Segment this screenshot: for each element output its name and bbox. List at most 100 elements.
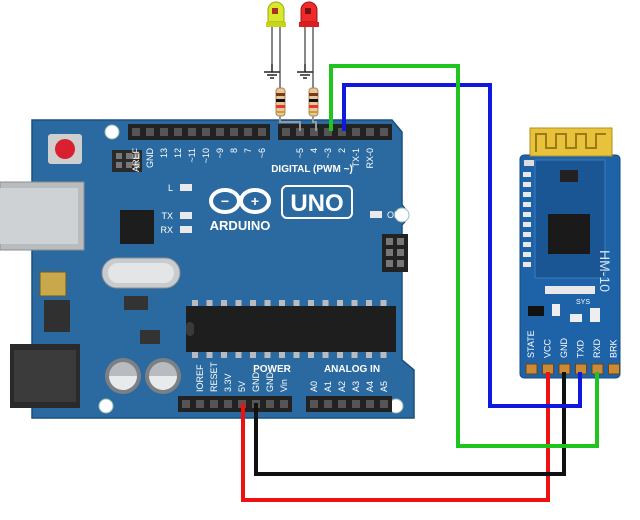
icsp-pin <box>386 260 393 267</box>
led-rx <box>180 226 192 233</box>
crystal-small <box>560 170 578 182</box>
digital-pin-header <box>128 124 392 140</box>
digital-pin-label: 12 <box>173 148 183 158</box>
sys-label: SYS <box>576 299 590 306</box>
analog-pin-label: A4 <box>365 381 375 392</box>
chip-pin <box>264 352 271 358</box>
svg-text:+: + <box>251 193 259 209</box>
digital-pin-label: ~11 <box>187 148 197 163</box>
analog-pin-label: A3 <box>351 381 361 392</box>
led-tx <box>180 212 192 219</box>
module-pad <box>523 252 531 257</box>
digital-pin-label: 13 <box>159 148 169 158</box>
fuse <box>39 271 67 297</box>
led-on <box>370 211 382 218</box>
wire-txd-pin4 <box>342 83 582 408</box>
chip-pin <box>293 352 300 358</box>
capacitor-right <box>145 358 181 394</box>
digital-header-socket <box>244 128 252 136</box>
digital-header-socket <box>296 128 304 136</box>
module-part <box>570 314 582 322</box>
digital-pin-label: 8 <box>229 148 239 153</box>
power-pin-label: RESET <box>209 361 219 392</box>
module-components <box>523 160 600 322</box>
chip-pin <box>192 352 198 358</box>
smd-part <box>140 330 160 344</box>
wires <box>241 64 599 502</box>
digital-header-socket <box>132 128 140 136</box>
module-pin-label: BRK <box>609 339 619 358</box>
module-pad <box>524 160 534 166</box>
chip-pin <box>380 352 387 358</box>
module-pin <box>608 363 620 375</box>
brand-label: ARDUINO <box>210 218 271 233</box>
wire-gnd-gnd <box>254 372 566 476</box>
analog-pin-label: A0 <box>309 381 319 392</box>
reset-button <box>48 134 82 164</box>
dc-power-jack <box>10 344 80 408</box>
module-part <box>590 308 600 322</box>
resistor <box>275 87 286 117</box>
chip-pin <box>322 300 329 306</box>
chip-pin <box>308 352 314 358</box>
digital-pin-label: ~5 <box>295 148 305 158</box>
power-pin-label: 3.3V <box>223 373 233 392</box>
module-pin-label: RXD <box>592 338 602 358</box>
chip-pin <box>221 352 227 358</box>
module-pad <box>523 182 531 187</box>
digital-pin-label: ~10 <box>201 148 211 163</box>
power-pin-label: 5V <box>237 381 247 392</box>
analog-header-socket <box>338 400 346 408</box>
led-l <box>180 184 192 191</box>
digital-header-socket <box>352 128 360 136</box>
led-rx-label: RX <box>160 225 173 235</box>
power-header-socket <box>224 400 232 408</box>
led-l-label: L <box>168 183 173 193</box>
analog-pin-label: A5 <box>379 381 389 392</box>
module-model-label: HM-10 <box>597 250 613 292</box>
digital-header-socket <box>188 128 196 136</box>
chip-pin <box>279 352 285 358</box>
digital-header-socket <box>310 128 318 136</box>
icsp-header-right <box>382 234 408 272</box>
power-header-socket <box>280 400 288 408</box>
icsp-body <box>382 234 408 272</box>
chip-pin <box>235 352 242 358</box>
digital-header-socket <box>202 128 210 136</box>
module-pin-label: VCC <box>543 338 553 358</box>
model-label: UNO <box>290 190 343 217</box>
crystal-oscillator <box>101 257 181 289</box>
analog-header-socket <box>380 400 388 408</box>
analog-pin-label: A1 <box>323 381 333 392</box>
chip-pin <box>250 300 256 306</box>
ground-symbol <box>297 64 313 79</box>
analog-header-socket <box>366 400 374 408</box>
digital-pin-label: GND <box>145 148 155 169</box>
module-pad <box>523 172 531 177</box>
module-pin-label: GND <box>559 338 569 359</box>
chip-pin <box>308 300 314 306</box>
led-yellow <box>266 1 286 96</box>
atmega-chip <box>186 306 396 352</box>
chip-pin <box>351 352 358 358</box>
chip-pin <box>235 300 242 306</box>
module-pin <box>525 363 538 375</box>
chip-pin <box>250 352 256 358</box>
chip-pin <box>279 300 285 306</box>
mounting-hole <box>394 207 410 223</box>
ground-symbol <box>264 64 280 79</box>
chip-pin <box>192 300 198 306</box>
chip-pin <box>293 300 300 306</box>
resistor-lead <box>312 116 317 131</box>
digital-header-socket <box>146 128 154 136</box>
power-pin-label: GND <box>265 372 275 393</box>
chip-pin <box>337 300 343 306</box>
analog-header-body <box>306 396 392 412</box>
analog-header-socket <box>352 400 360 408</box>
chip-pin <box>264 300 271 306</box>
power-header-title: POWER <box>253 364 292 375</box>
module-pad <box>523 232 531 237</box>
digital-header-socket <box>216 128 224 136</box>
